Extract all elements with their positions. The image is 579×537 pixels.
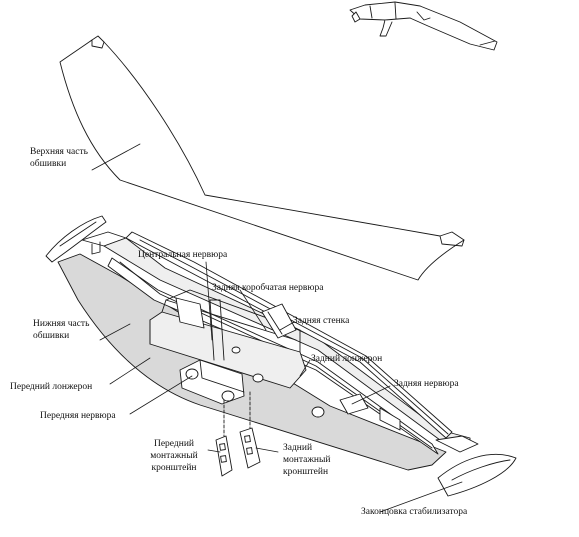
label-center-rib: Центральная нервюра — [138, 250, 228, 260]
label-stabilizer-tip: Законцовка стабилизатора — [361, 507, 468, 517]
label-upper-skin-line2: обшивки — [30, 159, 67, 169]
label-rear-web: Задняя стенка — [293, 316, 350, 326]
rear-mounting-bracket — [239, 391, 261, 469]
label-front-bracket-line1: Передний — [153, 439, 194, 449]
label-front-bracket-line2: монтажный — [150, 451, 198, 461]
label-rear-bracket-line1: Задний — [283, 443, 313, 453]
label-rear-bracket-line2: монтажный — [283, 455, 331, 465]
front-mounting-bracket — [215, 399, 233, 477]
aircraft-tail-thumbnail — [349, 1, 498, 51]
label-front-bracket: Передний монтажный кронштейн — [141, 438, 207, 474]
label-upper-skin: Верхняя часть обшивки — [30, 146, 88, 170]
leader-lines — [91, 143, 463, 513]
label-lower-skin-line2: обшивки — [33, 331, 70, 341]
label-rear-bracket-line3: кронштейн — [283, 467, 329, 477]
label-front-rib: Передняя нервюра — [40, 411, 116, 421]
label-rear-box-rib: Задняя коробчатая нервюра — [212, 283, 324, 293]
label-front-spar: Передний лонжерон — [10, 382, 93, 392]
left-tip-piece — [45, 215, 107, 263]
label-upper-skin-line1: Верхняя часть — [30, 147, 88, 157]
label-rear-spar: Задний лонжерон — [311, 354, 383, 364]
label-lower-skin: Нижняя часть обшивки — [33, 318, 89, 342]
label-lower-skin-line1: Нижняя часть — [33, 319, 90, 329]
upper-skin-panel — [59, 35, 465, 281]
stabilizer-tip-piece — [437, 454, 517, 497]
label-rear-bracket: Задний монтажный кронштейн — [283, 442, 330, 478]
structure-frame — [81, 231, 479, 455]
label-rear-rib: Задняя нервюра — [394, 379, 459, 389]
label-front-bracket-line3: кронштейн — [151, 463, 197, 473]
